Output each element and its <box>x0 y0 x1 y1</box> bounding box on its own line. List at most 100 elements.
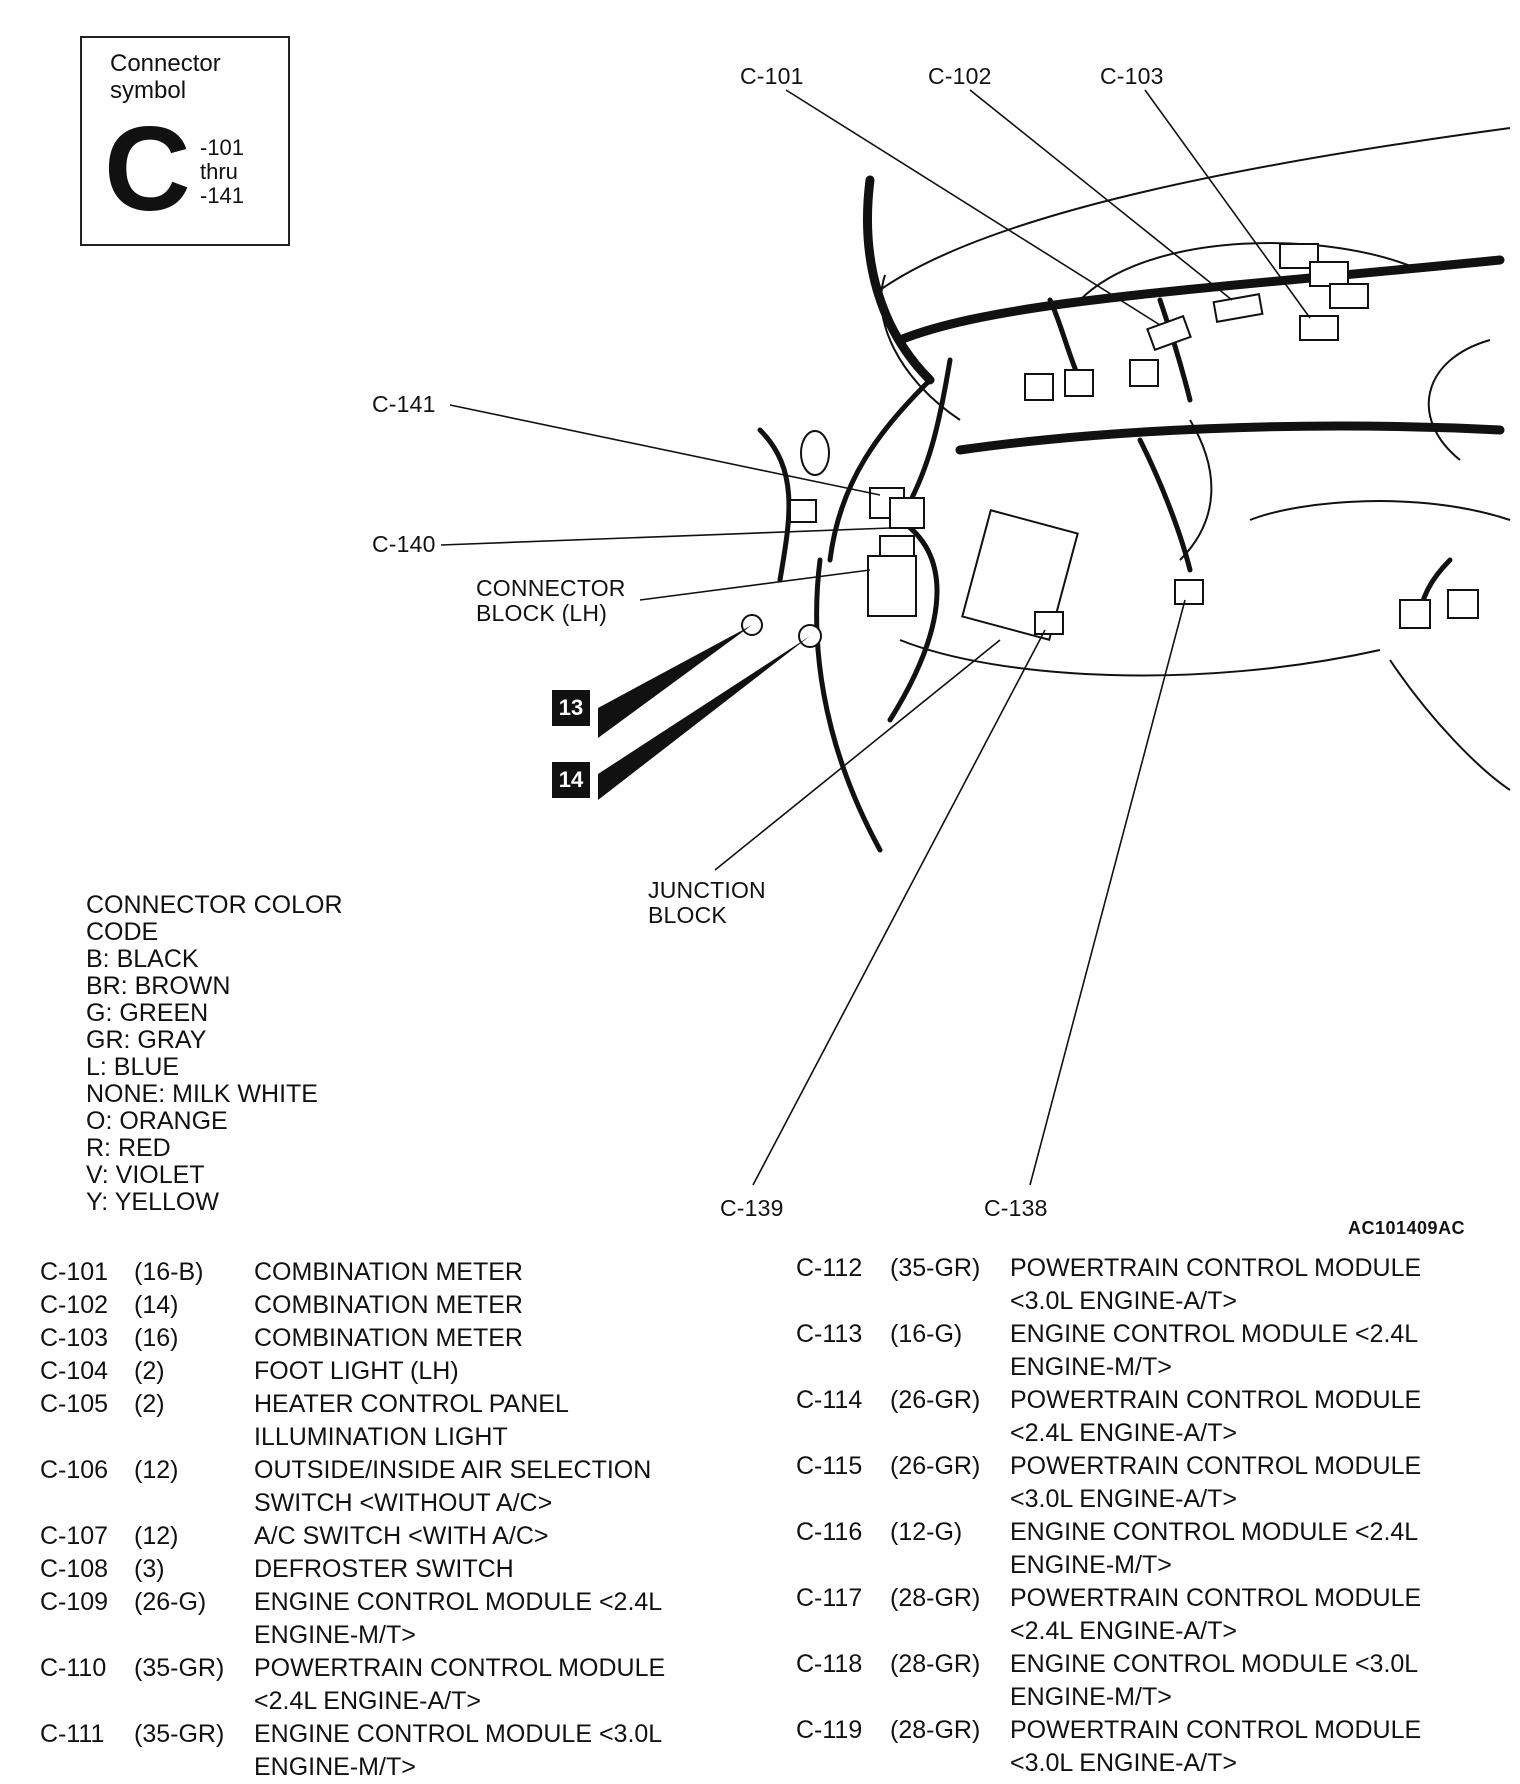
steering-column-outline <box>1427 339 1491 461</box>
color-code-item: BR: BROWN <box>86 972 231 1000</box>
connector-pins: (3) <box>134 1555 165 1583</box>
harness-branch-2 <box>827 377 933 563</box>
connector-description: ENGINE CONTROL MODULE <2.4L ENGINE-M/T> <box>1010 1320 1419 1381</box>
harness-branch-6 <box>1047 297 1083 383</box>
connector-c102 <box>1212 292 1264 324</box>
connector-id: C-108 <box>40 1555 109 1583</box>
connector-pins: (35-GR) <box>890 1254 981 1282</box>
ground-callout-14: 14 <box>552 762 590 798</box>
connector-description: POWERTRAIN CONTROL MODULE <2.4L ENGINE-A… <box>1010 1386 1422 1447</box>
connector-symbol-box: Connector symbol C -101 thru -141 <box>80 36 290 246</box>
ground-14-wedge <box>598 636 810 800</box>
grommet <box>800 430 830 476</box>
connector-pins: (2) <box>134 1357 165 1385</box>
connector-row: C-117 (28-GR) POWERTRAIN CONTROL MODULE <2… <box>796 1582 1496 1648</box>
connector-id: C-115 <box>796 1452 863 1480</box>
connector-row: C-103(16)COMBINATION METER <box>40 1322 740 1355</box>
connector-description: ENGINE CONTROL MODULE <3.0L ENGINE-M/T> <box>1010 1650 1419 1711</box>
connector-pins: (28-GR) <box>890 1584 981 1612</box>
callout-c141: C-141 <box>372 391 436 417</box>
connector-id: C-116 <box>796 1518 863 1546</box>
ground-callout-13: 13 <box>552 690 590 726</box>
connector-pins: (26-G) <box>134 1588 207 1616</box>
main-harness-upper <box>895 255 1505 345</box>
connector-pins: (26-GR) <box>890 1386 981 1414</box>
connector-dash-3 <box>1129 359 1159 387</box>
connector-id: C-114 <box>796 1386 863 1414</box>
leader-connector-block <box>639 569 871 601</box>
connector-description: POWERTRAIN CONTROL MODULE <2.4L ENGINE-A… <box>1010 1584 1422 1645</box>
connector-block-lh <box>867 555 917 617</box>
leader-c138 <box>1029 599 1186 1186</box>
color-code-item: O: ORANGE <box>86 1107 228 1135</box>
connector-id: C-113 <box>796 1320 863 1348</box>
connector-c139 <box>1034 611 1064 635</box>
connector-id: C-106 <box>40 1456 109 1484</box>
color-code-item: Y: YELLOW <box>86 1188 219 1216</box>
connector-row: C-107 (12) A/C SWITCH <WITH A/C> <box>40 1520 740 1553</box>
leader-c139 <box>752 629 1046 1186</box>
color-code-item: NONE: MILK WHITE <box>86 1080 318 1108</box>
connector-description: POWERTRAIN CONTROL MODULE <3.0L ENGINE-A… <box>1010 1254 1422 1315</box>
connector-description: ENGINE CONTROL MODULE <2.4L ENGINE-M/T> <box>1010 1518 1419 1579</box>
connector-color-code: CONNECTOR COLOR CODE B: BLACK BR: BROWN … <box>86 892 343 1216</box>
instrument-hood <box>1079 242 1421 301</box>
connector-id: C-103 <box>40 1324 109 1352</box>
dashboard-outline <box>879 127 1511 291</box>
connector-id: C-109 <box>40 1588 109 1616</box>
main-harness-middle <box>955 421 1505 455</box>
connector-row: C-118(28-GR)ENGINE CONTROL MODULE <3.0L … <box>796 1648 1496 1714</box>
connector-id: C-107 <box>40 1522 109 1550</box>
connector-row: C-104(2)FOOT LIGHT (LH) <box>40 1355 740 1388</box>
connector-symbol-title: Connector symbol <box>110 50 221 104</box>
connector-left-small <box>789 499 817 523</box>
glovebox-curve <box>1179 419 1213 561</box>
connector-id: C-117 <box>796 1584 863 1612</box>
color-code-item: R: RED <box>86 1134 171 1162</box>
color-code-title: CONNECTOR COLOR CODE <box>86 891 343 946</box>
connector-c103d <box>1299 315 1339 341</box>
connector-symbol-letter: C <box>104 102 191 236</box>
leader-c140 <box>440 527 891 546</box>
connector-pins: (35-GR) <box>134 1654 225 1682</box>
connector-c141b <box>889 497 925 529</box>
connector-right-2 <box>1447 589 1479 619</box>
harness-left-drop <box>863 175 935 385</box>
callout-c138: C-138 <box>984 1195 1048 1221</box>
leader-c103 <box>1144 89 1311 319</box>
harness-branch-3 <box>814 557 883 853</box>
lower-right-curve <box>1389 659 1511 791</box>
connector-description: POWERTRAIN CONTROL MODULE <3.0L ENGINE-A… <box>1010 1716 1422 1777</box>
leader-c141 <box>449 404 881 496</box>
connector-pins: (12) <box>134 1522 179 1550</box>
connector-id: C-112 <box>796 1254 863 1282</box>
connector-description: DEFROSTER SWITCH <box>254 1555 514 1583</box>
connector-id: C-105 <box>40 1390 109 1418</box>
callout-c139: C-139 <box>720 1195 784 1221</box>
connector-row: C-101(16-B)COMBINATION METER <box>40 1256 740 1289</box>
connector-id: C-102 <box>40 1291 109 1319</box>
connector-description: ENGINE CONTROL MODULE <3.0L ENGINE-M/T> <box>254 1720 663 1781</box>
callout-c103: C-103 <box>1100 63 1164 89</box>
connector-description: A/C SWITCH <WITH A/C> <box>254 1522 549 1550</box>
connector-description: HEATER CONTROL PANEL ILLUMINATION LIGHT <box>254 1390 569 1451</box>
harness-branch-8 <box>1137 437 1193 573</box>
connector-id: C-101 <box>40 1258 109 1286</box>
callout-connector-block: CONNECTOR BLOCK (LH) <box>476 575 626 626</box>
connector-pins: (35-GR) <box>134 1720 225 1748</box>
connector-row: C-116(12-G)ENGINE CONTROL MODULE <2.4L E… <box>796 1516 1496 1582</box>
connector-pins: (16) <box>134 1324 179 1352</box>
connector-description: POWERTRAIN CONTROL MODULE <3.0L ENGINE-A… <box>1010 1452 1422 1513</box>
connector-pins: (16-G) <box>890 1320 963 1348</box>
ground-13-wedge <box>598 625 752 738</box>
connector-pins: (2) <box>134 1390 165 1418</box>
connector-description: COMBINATION METER <box>254 1258 523 1286</box>
connector-dash-1 <box>1024 373 1054 401</box>
color-code-item: L: BLUE <box>86 1053 180 1081</box>
connector-row: C-109(26-G)ENGINE CONTROL MODULE <2.4L E… <box>40 1586 740 1652</box>
leader-c102 <box>969 89 1233 301</box>
connector-dash-2 <box>1064 369 1094 397</box>
connector-row: C-102(14)COMBINATION METER <box>40 1289 740 1322</box>
connector-row: C-113 (16-G) ENGINE CONTROL MODULE <2.4L E… <box>796 1318 1496 1384</box>
connector-pins: (14) <box>134 1291 179 1319</box>
